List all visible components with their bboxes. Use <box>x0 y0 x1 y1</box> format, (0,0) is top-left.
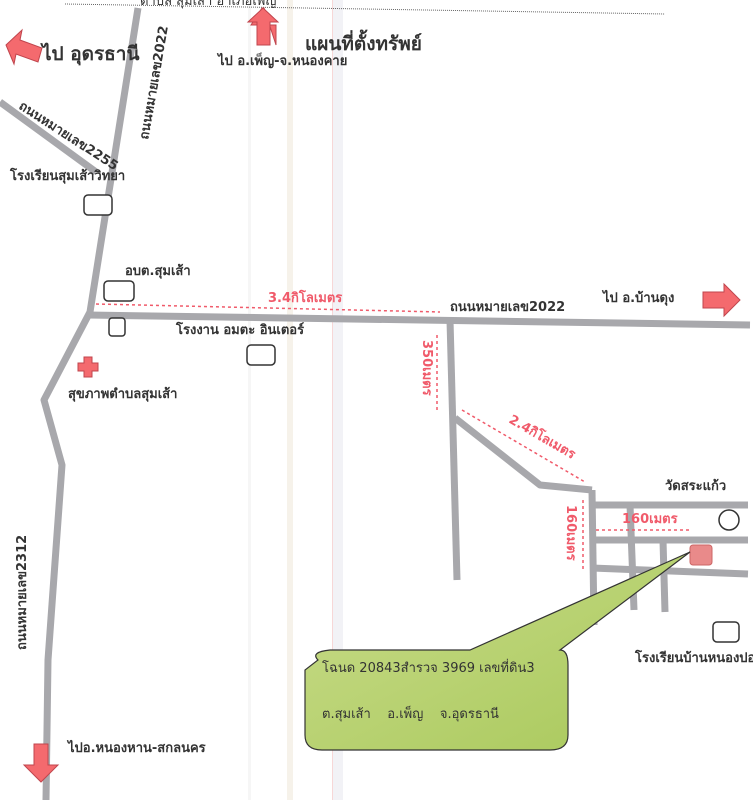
distance-160m-vertical: 160เมตร <box>563 505 578 561</box>
direction-phen-nongkhai: ไป อ.เพ็ญ-จ.หนองคาย <box>216 51 347 69</box>
road-2022-east <box>87 311 751 329</box>
road-label-2022-north: ถนนหมายเลข2022 <box>137 25 172 141</box>
road-label-2255: ถนนหมายเลข2255 <box>16 99 121 174</box>
deed-callout <box>304 551 691 751</box>
label-temple: วัดสระแก้ว <box>665 478 726 494</box>
factory-marker <box>246 344 276 366</box>
health-cross-icon <box>77 356 99 378</box>
distance-350m: 350เมตร <box>419 340 434 396</box>
arrow-down-icon <box>22 743 60 783</box>
label-health-center: สุขภาพตำบลสุมเส้า <box>68 386 177 402</box>
distance-34km: 3.4กิโลเมตร <box>268 289 342 306</box>
road-diagonal <box>452 415 593 494</box>
header-dotted-line <box>64 3 666 15</box>
road-branch <box>446 319 461 581</box>
temple-marker <box>718 509 740 531</box>
label-tao-sumsao: อบต.สุมเส้า <box>125 263 191 279</box>
deed-line-2: ต.สุมเส้า อ.เพ็ญ จ.อุดรธานี <box>322 704 499 722</box>
label-school-bannongpo: โรงเรียนบ้านหนองปอ <box>634 649 753 666</box>
school-sumsao-marker <box>83 194 113 216</box>
label-school-sumsao: โรงเรียนสุมเส้าวิทยา <box>9 167 125 184</box>
direction-ban-dung: ไป อ.บ้านดุง <box>601 289 674 306</box>
small-marker <box>108 317 126 337</box>
arrow-right-icon <box>702 282 741 318</box>
roads <box>0 7 751 800</box>
distance-24km: 2.4กิโลเมตร <box>506 411 579 463</box>
school-bannongpo-marker <box>712 621 740 643</box>
label-factory: โรงงาน อมตะ อินเตอร์ <box>175 321 304 338</box>
road-2255 <box>0 99 99 175</box>
arrow-left-icon <box>5 28 43 66</box>
road-label-2312: ถนนหมายเลข2312 <box>15 535 30 650</box>
road-village-v3 <box>659 539 669 613</box>
tao-sumsao-marker <box>103 280 135 302</box>
distance-160m-horizontal: 160เมตร <box>622 512 678 527</box>
header-text: ตำบล สุมเส้า อำเภอเพ็ญ <box>140 0 276 9</box>
road-2022-2312 <box>40 7 142 800</box>
deed-line-1: โฉนด 20843สำรวจ 3969 เลขที่ดิน3 <box>322 659 535 676</box>
arrow-up-icon-shape <box>246 7 280 46</box>
direction-udon: ไป อุดรธานี <box>40 42 139 66</box>
direction-nonghan-sakon: ไปอ.หนองหาน-สกลนคร <box>66 739 206 756</box>
road-village-h3 <box>591 564 749 578</box>
map-title: แผนที่ตั้งทรัพย์ <box>305 29 422 55</box>
road-label-2022-east: ถนนหมายเลข2022 <box>450 300 565 315</box>
property-marker <box>689 544 713 566</box>
scan-streaks <box>248 0 343 800</box>
